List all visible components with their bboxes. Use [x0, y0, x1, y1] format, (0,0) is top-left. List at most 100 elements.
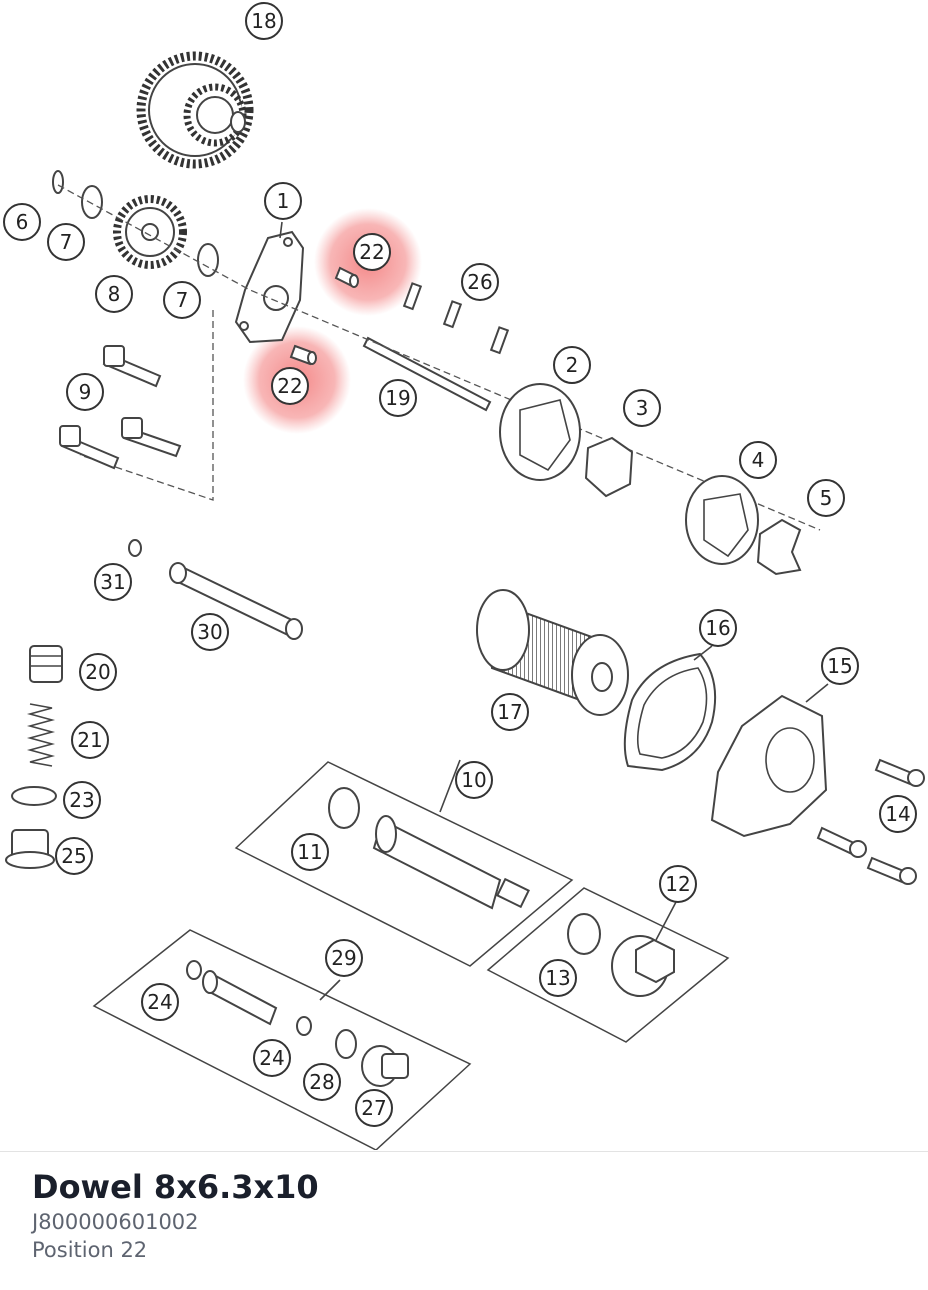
callout-24a[interactable]: 24 — [141, 983, 179, 1021]
callout-17[interactable]: 17 — [491, 693, 529, 731]
shaft-19-part[interactable] — [362, 336, 492, 412]
svg-text:7: 7 — [176, 288, 189, 312]
oring-28-part[interactable] — [335, 1029, 357, 1059]
svg-text:25: 25 — [61, 844, 86, 868]
pump-cover-1-part[interactable] — [234, 230, 305, 344]
svg-text:6: 6 — [16, 210, 29, 234]
svg-text:21: 21 — [77, 728, 102, 752]
callout-19[interactable]: 19 — [379, 379, 417, 417]
callout-20[interactable]: 20 — [79, 653, 117, 691]
oring-31-part[interactable] — [128, 539, 142, 557]
rotor-4-part[interactable] — [685, 475, 759, 565]
callout-27[interactable]: 27 — [355, 1089, 393, 1127]
svg-text:12: 12 — [665, 872, 690, 896]
cover-15-part[interactable] — [710, 694, 828, 838]
exploded-parts-diagram: 1 2 3 4 5 6 7 7 8 9 10 11 12 13 14 15 16… — [3, 2, 925, 1150]
callout-12[interactable]: 12 — [659, 865, 697, 903]
plug-27-part[interactable] — [361, 1045, 409, 1087]
bolts-14-part[interactable] — [816, 758, 925, 885]
dowel-22-lower-part[interactable] — [289, 344, 317, 366]
tube-30-part[interactable] — [169, 562, 303, 640]
callout-9[interactable]: 9 — [66, 373, 104, 411]
piston-20-part[interactable] — [29, 645, 63, 683]
callout-4[interactable]: 4 — [739, 441, 777, 479]
callout-23[interactable]: 23 — [63, 781, 101, 819]
plug-25-part[interactable] — [5, 829, 55, 869]
valve-10-part[interactable] — [372, 815, 530, 910]
callout-29[interactable]: 29 — [325, 939, 363, 977]
callout-24b[interactable]: 24 — [253, 1039, 291, 1077]
callout-16[interactable]: 16 — [699, 609, 737, 647]
svg-text:1: 1 — [277, 189, 290, 213]
rotor-2-part[interactable] — [499, 383, 581, 481]
callout-7a[interactable]: 7 — [47, 223, 85, 261]
svg-text:5: 5 — [820, 486, 833, 510]
svg-text:7: 7 — [60, 230, 73, 254]
callout-14[interactable]: 14 — [879, 795, 917, 833]
washer-7-part[interactable] — [81, 185, 103, 219]
callout-15[interactable]: 15 — [821, 647, 859, 685]
callout-22-upper[interactable]: 22 — [353, 233, 391, 271]
callout-28[interactable]: 28 — [303, 1063, 341, 1101]
divider — [0, 1151, 928, 1152]
svg-text:27: 27 — [361, 1096, 386, 1120]
callout-8[interactable]: 8 — [95, 275, 133, 313]
svg-text:22: 22 — [277, 374, 302, 398]
circlip-6-part[interactable] — [52, 170, 64, 194]
callout-13[interactable]: 13 — [539, 959, 577, 997]
callout-6[interactable]: 6 — [3, 203, 41, 241]
washer-23-part[interactable] — [11, 786, 57, 806]
svg-text:3: 3 — [636, 396, 649, 420]
oring-13-part[interactable] — [567, 913, 601, 955]
star-rotor-5-part[interactable] — [756, 518, 802, 576]
callout-2[interactable]: 2 — [553, 346, 591, 384]
oring-24-part[interactable] — [186, 960, 202, 980]
spring-21-part[interactable] — [26, 703, 56, 767]
svg-text:19: 19 — [385, 386, 410, 410]
callout-1[interactable]: 1 — [264, 182, 302, 220]
callout-30[interactable]: 30 — [191, 613, 229, 651]
leader-lines — [279, 221, 829, 1001]
svg-text:11: 11 — [297, 840, 322, 864]
oring-24b-part[interactable] — [296, 1016, 312, 1036]
svg-text:8: 8 — [108, 282, 121, 306]
callout-18[interactable]: 18 — [245, 2, 283, 40]
inner-rotor-3-part[interactable] — [584, 436, 634, 498]
oring-11-part[interactable] — [328, 787, 360, 829]
dowel-22-upper-part[interactable] — [334, 266, 359, 288]
callout-11[interactable]: 11 — [291, 833, 329, 871]
callout-3[interactable]: 3 — [623, 389, 661, 427]
svg-text:30: 30 — [197, 620, 222, 644]
svg-text:24: 24 — [259, 1046, 284, 1070]
callout-25[interactable]: 25 — [55, 837, 93, 875]
callout-26[interactable]: 26 — [461, 263, 499, 301]
svg-text:13: 13 — [545, 966, 570, 990]
svg-text:14: 14 — [885, 802, 910, 826]
svg-text:22: 22 — [359, 240, 384, 264]
svg-text:26: 26 — [467, 270, 492, 294]
assembly-box-12 — [486, 887, 730, 1043]
assembly-box-10 — [234, 761, 574, 967]
callout-10[interactable]: 10 — [455, 761, 493, 799]
washer-7b-part[interactable] — [197, 243, 219, 277]
callout-7b[interactable]: 7 — [163, 281, 201, 319]
plug-12-part[interactable] — [611, 935, 675, 997]
part-name: Dowel 8x6.3x10 — [32, 1168, 319, 1206]
svg-text:15: 15 — [827, 654, 852, 678]
valve-29-part[interactable] — [202, 970, 278, 1026]
callout-31[interactable]: 31 — [94, 563, 132, 601]
svg-text:18: 18 — [251, 9, 276, 33]
gasket-16-part[interactable] — [623, 652, 717, 772]
svg-text:17: 17 — [497, 700, 522, 724]
svg-text:9: 9 — [79, 380, 92, 404]
bolts-9-part[interactable] — [59, 345, 182, 470]
callout-21[interactable]: 21 — [71, 721, 109, 759]
callout-5[interactable]: 5 — [807, 479, 845, 517]
filter-17-part[interactable] — [476, 589, 629, 716]
gear-18-part[interactable] — [136, 51, 254, 169]
pins-26-part[interactable] — [402, 282, 510, 355]
svg-text:28: 28 — [309, 1070, 334, 1094]
gear-8-part[interactable] — [113, 195, 187, 269]
callout-22-lower[interactable]: 22 — [271, 367, 309, 405]
assembly-box-29 — [92, 929, 472, 1150]
